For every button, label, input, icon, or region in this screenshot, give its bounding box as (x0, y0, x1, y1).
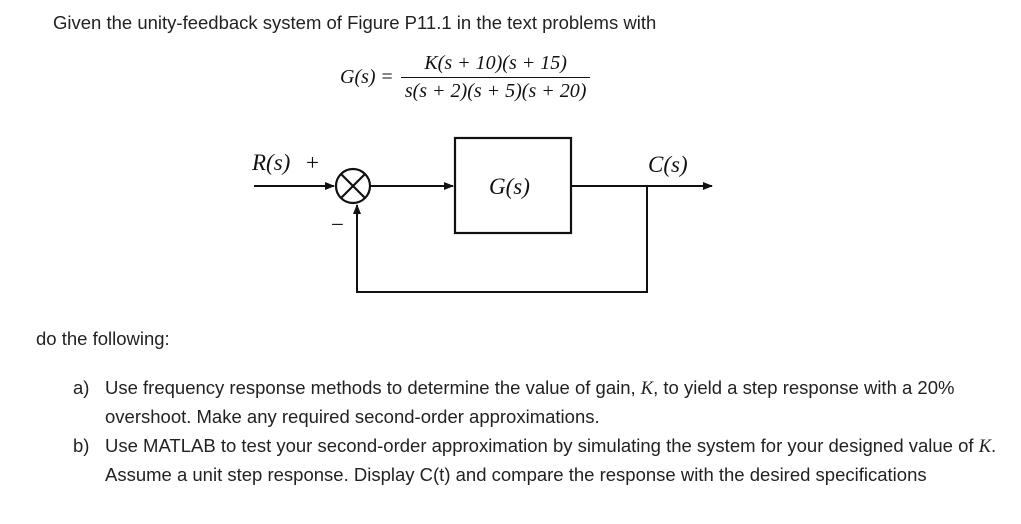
numerator: K(s + 10)(s + 15) (424, 52, 567, 74)
feedback-path (353, 186, 648, 293)
list-item-text: Use frequency response methods to determ… (105, 377, 955, 427)
block-label: G(s) (489, 174, 530, 199)
minus-sign: − (331, 212, 344, 237)
list-item-text: Use MATLAB to test your second-order app… (105, 435, 997, 485)
plant-block (453, 136, 573, 235)
denominator: s(s + 2)(s + 5)(s + 20) (404, 80, 587, 103)
output-label: C(s) (648, 152, 688, 177)
input-label: R(s) (251, 150, 290, 175)
instruction-text: do the following: (36, 328, 170, 349)
transfer-function: G(s) = K(s + 10)(s + 15) s(s + 2)(s + 5)… (340, 52, 591, 103)
gain-variable: K (978, 437, 992, 457)
problem-intro: Given the unity-feedback system of Figur… (53, 12, 657, 33)
fraction-bar (400, 77, 591, 79)
summing-junction (334, 167, 372, 205)
plus-sign: + (306, 150, 319, 175)
transfer-function-lhs: G(s) (340, 66, 376, 89)
equals-sign: = (381, 66, 393, 89)
fraction: K(s + 10)(s + 15) s(s + 2)(s + 5)(s + 20… (400, 52, 591, 103)
list-marker: a) (73, 377, 90, 398)
gain-variable: K (640, 379, 654, 399)
list-marker: b) (73, 435, 90, 456)
